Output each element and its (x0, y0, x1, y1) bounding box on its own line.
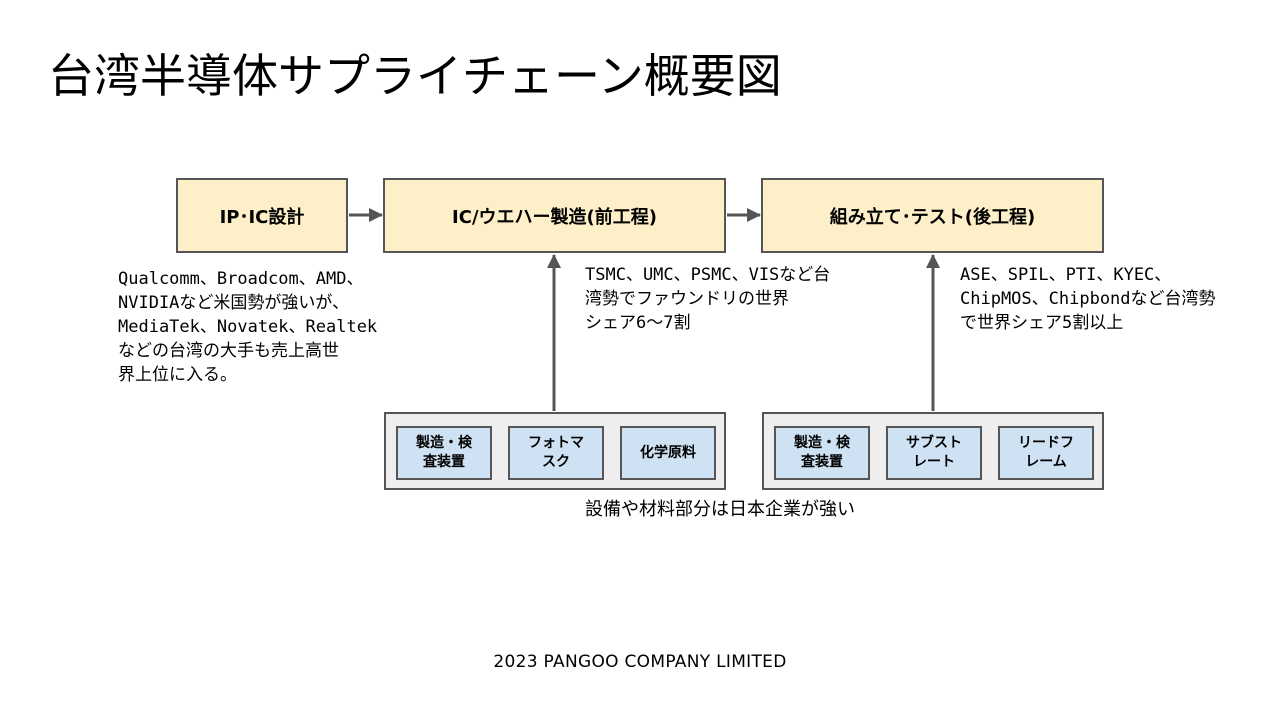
supply-item: サブスト レート (886, 426, 982, 480)
stage-back-end-box: 組み立て･テスト(後工程) (761, 178, 1104, 253)
supply-item: 化学原料 (620, 426, 716, 480)
supply-item: 製造・検 査装置 (396, 426, 492, 480)
page-title: 台湾半導体サプライチェーン概要図 (48, 49, 782, 103)
stage-front-end-box: IC/ウエハー製造(前工程) (383, 178, 726, 253)
supply-group-back-end: 製造・検 査装置 サブスト レート リードフ レーム (762, 412, 1104, 490)
supply-item: リードフ レーム (998, 426, 1094, 480)
supply-item: 製造・検 査装置 (774, 426, 870, 480)
supply-item: フォトマ スク (508, 426, 604, 480)
note-back-end: ASE、SPIL、PTI、KYEC、 ChipMOS、Chipbondなど台湾勢… (960, 265, 1216, 333)
note-design: Qualcomm、Broadcom、AMD、 NVIDIAなど米国勢が強いが、 … (118, 269, 378, 385)
supply-caption: 設備や材料部分は日本企業が強い (585, 499, 855, 520)
supply-group-front-end: 製造・検 査装置 フォトマ スク 化学原料 (384, 412, 726, 490)
stage-design-box: IP･IC設計 (176, 178, 348, 253)
footer-copyright: 2023 PANGOO COMPANY LIMITED (493, 652, 787, 672)
note-front-end: TSMC、UMC、PSMC、VISなど台 湾勢でファウンドリの世界 シェア6～7… (585, 265, 831, 333)
